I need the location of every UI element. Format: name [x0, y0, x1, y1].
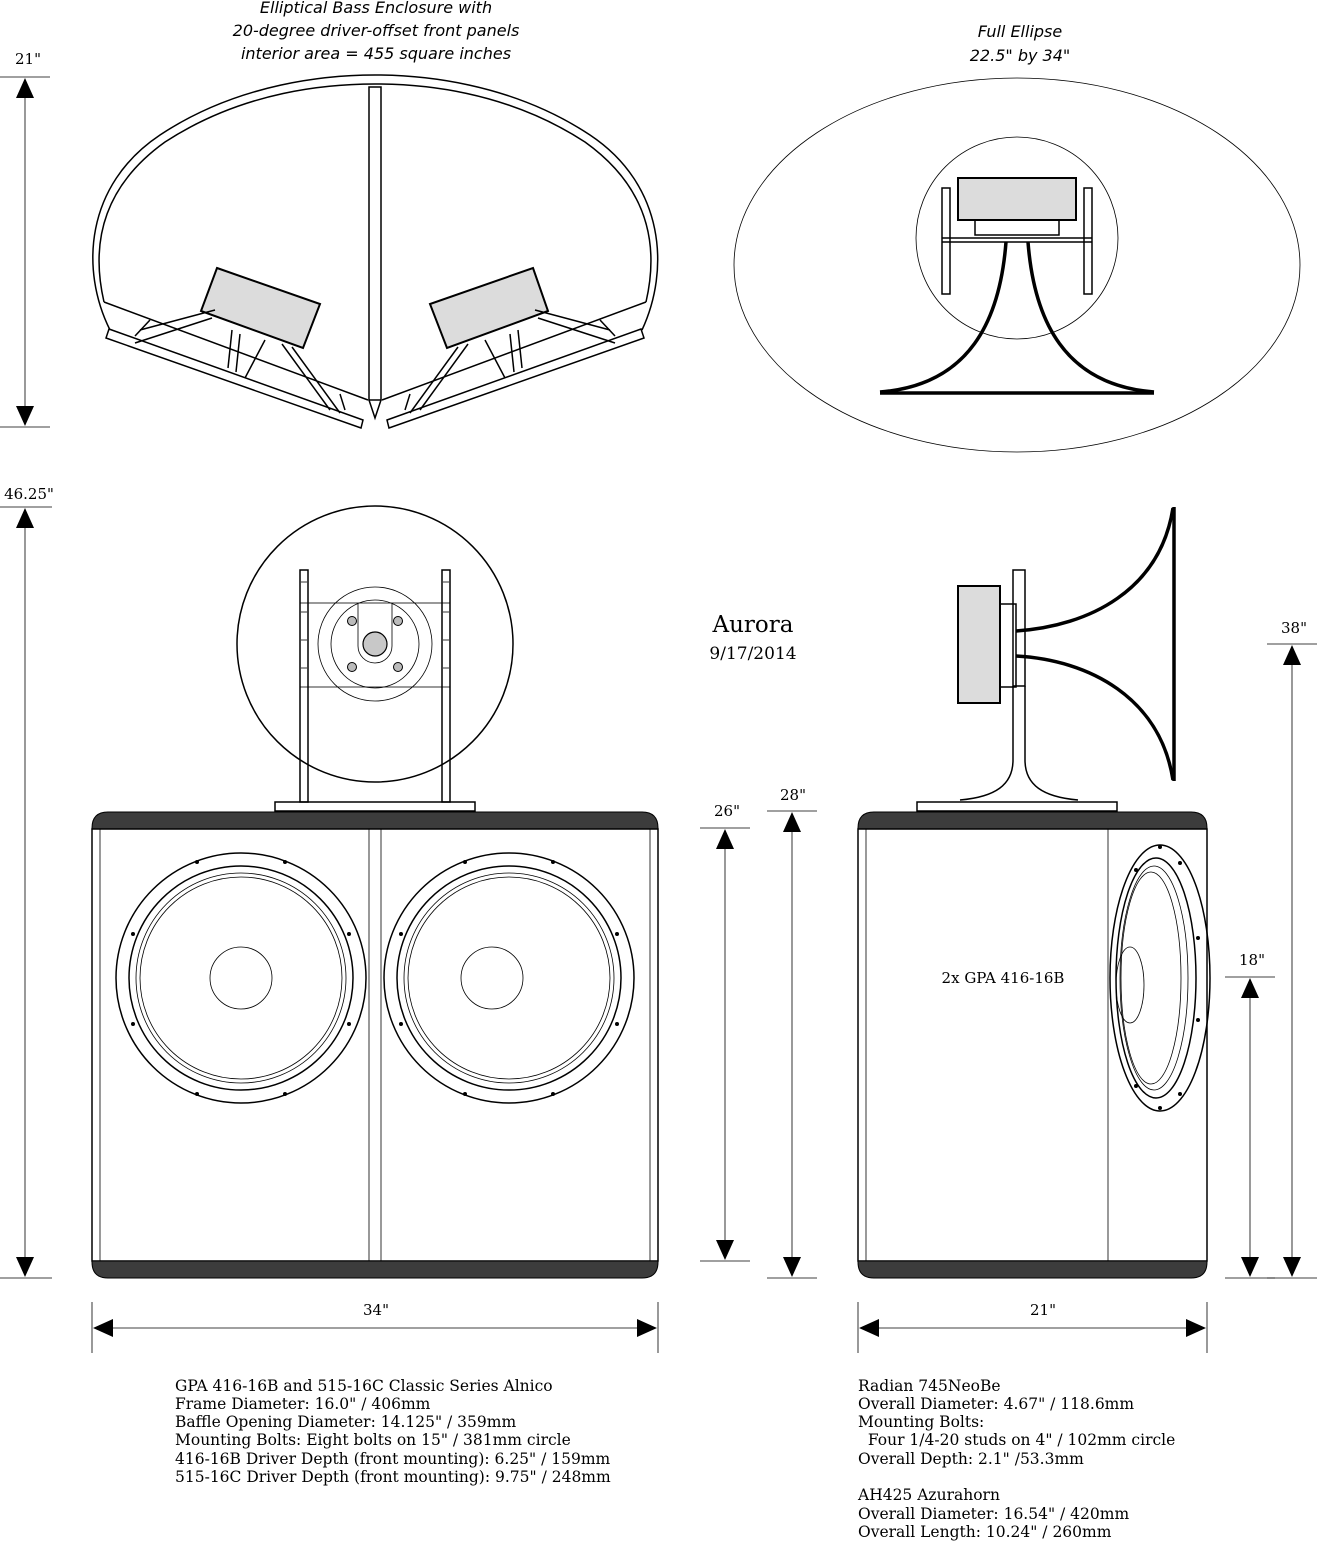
plan-driver-left — [199, 266, 322, 350]
front-woofer-left — [115, 852, 367, 1104]
woofer-height-dimension: 18" — [1225, 951, 1275, 1279]
spec-left-line: Baffle Opening Diameter: 14.125" / 359mm — [175, 1413, 516, 1431]
horn-height-label: 28" — [780, 786, 806, 804]
project-name: Aurora — [712, 612, 794, 638]
side-cabinet-top — [857, 811, 1208, 830]
specs-left-block: GPA 416-16B and 515-16C Classic Series A… — [175, 1377, 611, 1486]
plan-center-divider — [368, 86, 382, 401]
ellipse-title-line-2: 22.5" by 34" — [970, 46, 1071, 65]
front-view: 46.25" 34" 26" 28" — [0, 485, 817, 1353]
front-base-plate — [274, 801, 476, 812]
front-width-dimension: 34" — [91, 1301, 659, 1353]
spec-right-line: Radian 745NeoBe — [858, 1377, 1001, 1395]
front-bolt — [347, 616, 357, 626]
side-view: 2x GPA 416-16B 38" 18" 21" — [857, 507, 1317, 1353]
woofer-height-label: 18" — [1239, 951, 1265, 969]
project-date: 9/17/2014 — [709, 644, 796, 664]
side-width-dimension: 21" — [857, 1301, 1208, 1353]
plan-inner-shell — [98, 83, 652, 303]
side-horn-lower-flare — [1015, 654, 1175, 781]
spec-right-line: Overall Diameter: 4.67" / 118.6mm — [858, 1395, 1134, 1413]
spec-left-line: Frame Diameter: 16.0" / 406mm — [175, 1395, 431, 1413]
front-width-label: 34" — [363, 1301, 389, 1319]
ellipse-horn-left-flare — [879, 241, 1008, 394]
horn-height-dimension: 28" — [767, 786, 817, 1279]
front-stand-right — [441, 569, 451, 803]
plan-outer-shell — [92, 74, 659, 331]
full-ellipse-view: Full Ellipse 22.5" by 34" — [733, 22, 1301, 453]
side-driver-label: 2x GPA 416-16B — [942, 969, 1065, 987]
spec-right-line: Mounting Bolts: — [858, 1413, 984, 1431]
enclosure-plan-view: Elliptical Bass Enclosure with 20-degree… — [0, 0, 659, 429]
spec-left-line: Mounting Bolts: Eight bolts on 15" / 381… — [175, 1431, 571, 1449]
ellipse-horn-right-flare — [1026, 241, 1155, 394]
front-bolt — [393, 662, 403, 672]
front-total-height-dimension: 46.25" — [0, 485, 54, 1279]
front-horn-circle — [236, 505, 514, 783]
side-cabinet-bottom — [857, 1260, 1208, 1279]
cabinet-height-dimension: 26" — [700, 802, 750, 1262]
side-stand-neck — [959, 686, 1014, 801]
side-total-height-dimension: 38" — [1267, 619, 1317, 1279]
spec-left-line: GPA 416-16B and 515-16C Classic Series A… — [175, 1377, 553, 1395]
spec-right-line: Four 1/4-20 studs on 4" / 102mm circle — [858, 1431, 1175, 1449]
specs-right-block: Radian 745NeoBe Overall Diameter: 4.67" … — [857, 1377, 1175, 1541]
plan-title-line-1: Elliptical Bass Enclosure with — [260, 0, 492, 17]
front-woofer-right — [383, 852, 635, 1104]
side-woofer — [1109, 844, 1211, 1112]
spec-left-line: 416-16B Driver Depth (front mounting): 6… — [175, 1450, 611, 1468]
front-center-panel — [368, 828, 382, 1262]
side-width-label: 21" — [1030, 1301, 1056, 1319]
front-stand-left — [299, 569, 309, 803]
ellipse-title-line-1: Full Ellipse — [978, 22, 1063, 41]
plan-driver-right — [428, 266, 550, 350]
plan-height-dimension: 21" — [0, 50, 50, 428]
plan-front-panel-left — [105, 328, 364, 429]
spec-right-line: AH425 Azurahorn — [857, 1486, 1000, 1504]
front-cabinet-top — [91, 811, 659, 830]
plan-height-label: 21" — [15, 50, 41, 68]
side-base-plate — [916, 801, 1118, 812]
side-total-height-label: 38" — [1281, 619, 1307, 637]
full-ellipse-outline — [733, 77, 1301, 453]
cabinet-height-label: 26" — [714, 802, 740, 820]
horn-mouth-circle — [915, 136, 1119, 340]
plan-title-line-3: interior area = 455 square inches — [241, 44, 511, 63]
plan-front-panel-right — [386, 328, 645, 429]
spec-right-line: Overall Depth: 2.1" /53.3mm — [858, 1450, 1084, 1468]
side-cabinet-body — [857, 828, 1208, 1262]
front-bolt — [393, 616, 403, 626]
plan-title-line-2: 20-degree driver-offset front panels — [233, 21, 520, 40]
side-horn-upper-flare — [1015, 507, 1175, 633]
front-cabinet-bottom — [91, 1260, 659, 1279]
spec-right-line: Overall Length: 10.24" / 260mm — [858, 1523, 1112, 1541]
front-throat — [362, 631, 388, 657]
front-bolt — [347, 662, 357, 672]
front-cabinet-body — [91, 828, 659, 1262]
spec-right-line: Overall Diameter: 16.54" / 420mm — [858, 1505, 1129, 1523]
ellipse-compression-driver — [957, 177, 1077, 221]
front-total-height-label: 46.25" — [4, 485, 54, 503]
spec-left-line: 515-16C Driver Depth (front mounting): 9… — [175, 1468, 611, 1486]
side-compression-driver — [957, 585, 1001, 704]
